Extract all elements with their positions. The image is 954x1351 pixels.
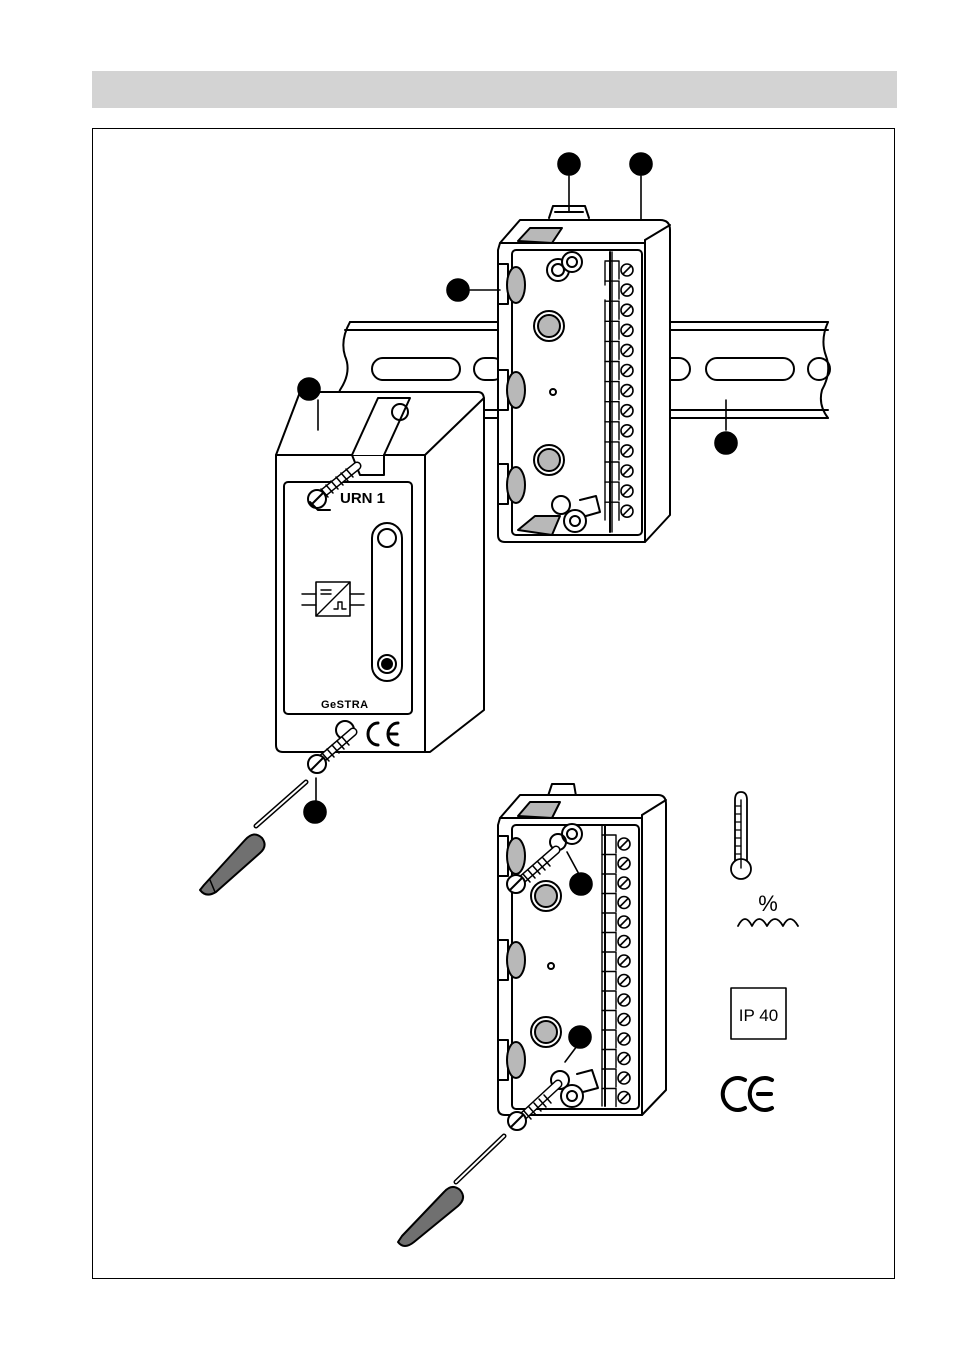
module-brand-label: GeSTRA (321, 699, 369, 711)
terminal-block (601, 1087, 617, 1108)
base-screw-top (506, 845, 561, 894)
terminal-block (601, 970, 617, 991)
terminal-block (601, 1009, 617, 1030)
terminal-block (601, 834, 617, 854)
header-bar (92, 71, 897, 108)
terminal-strip-bottom (601, 825, 631, 1108)
terminal-block (604, 280, 620, 300)
terminal-screw-slot (622, 486, 632, 496)
terminal-screw-slot (622, 265, 632, 275)
screwdriver-2 (397, 1133, 507, 1247)
terminal-block (604, 360, 620, 381)
thermometer-icon (730, 791, 752, 880)
terminal-block (601, 931, 617, 952)
ce-mark-icon (720, 1076, 774, 1112)
terminal-screw-slot (619, 1092, 629, 1103)
terminal-block (601, 990, 617, 1010)
terminal-block (601, 1048, 617, 1069)
ip-rating-label: IP 40 (739, 1006, 778, 1025)
terminal-screw-slot (622, 325, 632, 336)
terminal-screw-slot (619, 1034, 629, 1044)
terminal-block (604, 481, 620, 501)
terminal-screw-slot (619, 858, 629, 869)
terminal-block (601, 1068, 617, 1088)
terminal-screw-slot (619, 975, 629, 986)
terminal-block (601, 1029, 617, 1049)
base-unit-top (497, 205, 671, 543)
terminal-screw-slot (619, 1014, 629, 1025)
terminal-screw-slot (619, 1073, 629, 1083)
terminal-screw-slot (619, 936, 629, 947)
terminal-screw-slot (622, 345, 632, 356)
terminal-block (604, 501, 620, 521)
terminal-block (604, 260, 620, 280)
module-ce-mark-icon (366, 721, 400, 747)
base-screw-bottom (507, 1079, 563, 1131)
terminal-block (604, 340, 620, 361)
terminal-screw-slot (622, 446, 632, 456)
terminal-screw-slot (622, 285, 632, 295)
terminal-screw-slot (619, 956, 629, 966)
terminal-block (604, 441, 620, 461)
terminal-screw-slot (622, 365, 632, 376)
terminal-block (604, 401, 620, 421)
terminal-screw-slot (622, 305, 632, 315)
terminal-block (604, 461, 620, 481)
terminal-screw-slot (622, 506, 632, 516)
terminal-strip-top (604, 251, 634, 533)
terminal-block (604, 320, 620, 340)
base-unit-bottom (497, 783, 667, 1131)
module-screw-top (307, 461, 362, 511)
terminal-block (601, 951, 617, 971)
terminal-block (601, 912, 617, 932)
terminal-screw-slot (619, 917, 629, 927)
urn1-module (275, 391, 485, 774)
terminal-screw-slot (619, 897, 629, 908)
callout-markers (297, 152, 738, 1063)
screwdriver-1 (199, 779, 309, 896)
terminal-screw-slot (619, 839, 629, 849)
terminal-block (601, 873, 617, 893)
terminal-block (604, 421, 620, 441)
humidity-icon (737, 918, 799, 927)
terminal-screw-slot (619, 995, 629, 1005)
figure-frame (92, 128, 895, 1279)
terminal-block (604, 380, 620, 401)
module-model-label: URN 1 (340, 490, 385, 507)
terminal-screw-slot (622, 466, 632, 476)
terminal-screw-slot (622, 385, 632, 396)
terminal-block (601, 853, 617, 874)
module-screw-bottom (307, 727, 358, 774)
ip-rating-box (730, 987, 787, 1040)
terminal-screw-slot (622, 405, 632, 416)
terminal-block (601, 892, 617, 913)
terminal-screw-slot (619, 1053, 629, 1064)
terminal-block (604, 300, 620, 320)
humidity-label: % (758, 891, 778, 916)
terminal-screw-slot (619, 878, 629, 888)
terminal-screw-slot (622, 426, 632, 436)
